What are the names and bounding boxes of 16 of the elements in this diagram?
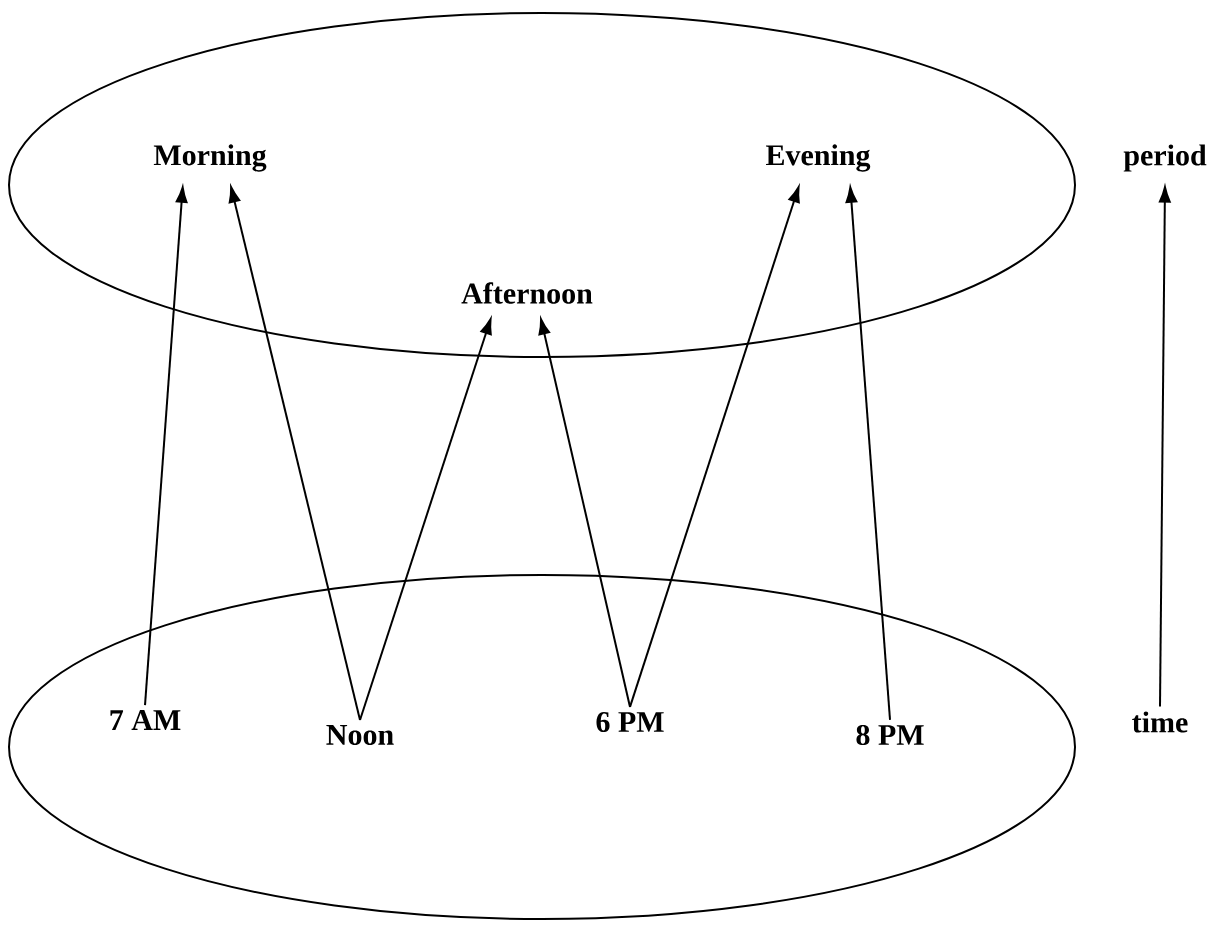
node-label: 8 PM <box>856 724 924 746</box>
node-label: 7 AM <box>110 710 181 730</box>
arrow <box>845 186 891 721</box>
arrow <box>359 318 492 722</box>
node-label: time <box>1132 711 1188 733</box>
node-label: period <box>1123 144 1207 172</box>
node-label: Afternoon <box>461 282 593 304</box>
node-label: 6 PM <box>596 711 664 733</box>
node-label: Morning <box>153 144 267 172</box>
set-ellipse <box>8 12 1076 358</box>
arrow <box>144 186 188 707</box>
node-label: Noon <box>326 725 394 745</box>
arrow <box>629 186 800 708</box>
set-ellipse <box>8 574 1076 920</box>
node-label: Evening <box>766 144 871 172</box>
arrow <box>538 318 631 708</box>
